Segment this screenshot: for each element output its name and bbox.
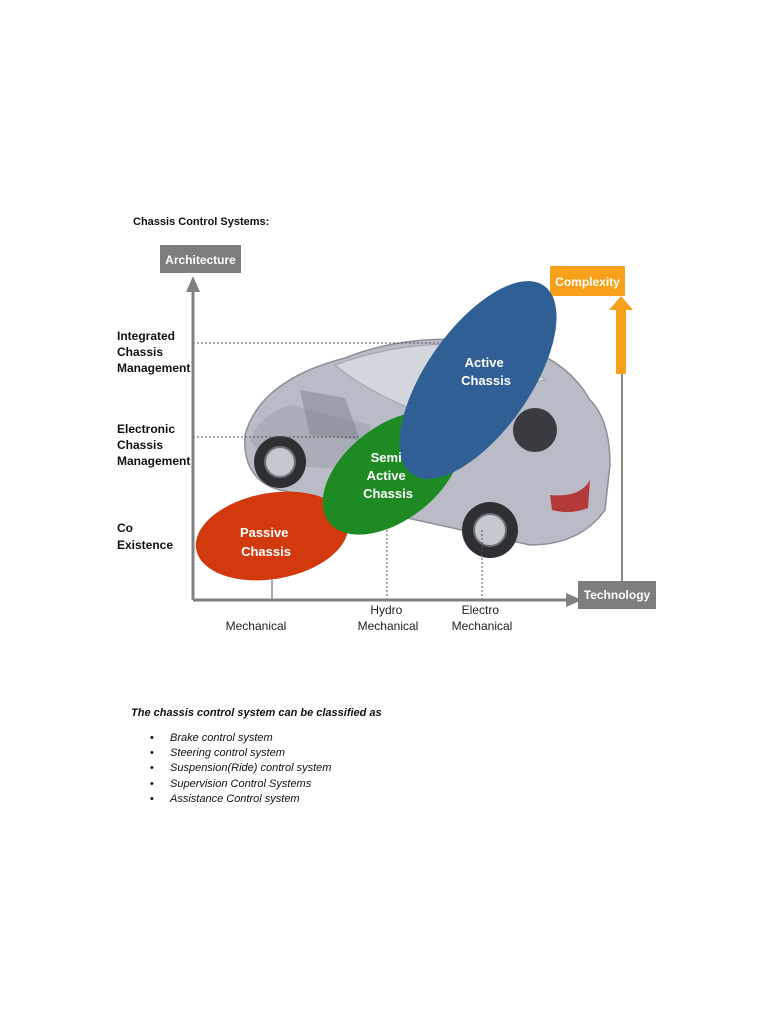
y-level-coexistence-line-2: Existence — [117, 538, 173, 552]
complexity-box — [550, 266, 625, 296]
x-level-hydro-line-2: Mechanical — [358, 619, 419, 633]
list-item: Steering control system — [150, 746, 331, 761]
y-level-coexistence-line-1: Co — [117, 521, 133, 535]
x-level-hydro: Hydro Mechanical — [358, 603, 419, 633]
list-item: Suspension(Ride) control system — [150, 761, 331, 776]
complexity-label: Complexity — [555, 275, 620, 289]
technology-box — [578, 581, 656, 609]
section-heading: Chassis Control Systems: — [133, 216, 270, 228]
x-level-electro-line-2: Mechanical — [452, 619, 513, 633]
x-axis-arrowhead — [566, 593, 582, 607]
y-level-integrated-line-3: Management — [117, 361, 190, 375]
passive-chassis-ellipse — [195, 491, 349, 581]
x-level-mechanical: Mechanical — [226, 619, 287, 633]
y-level-coexistence: Co Existence — [117, 521, 173, 552]
classification-list: Brake control system Steering control sy… — [150, 731, 331, 807]
y-level-integrated: Integrated Chassis Management — [117, 329, 190, 375]
active-chassis-ellipse — [399, 281, 557, 479]
y-level-electronic: Electronic Chassis Management — [117, 422, 190, 468]
x-level-electro-line-1: Electro — [462, 603, 500, 617]
y-level-electronic-line-1: Electronic — [117, 422, 175, 436]
x-level-mechanical-line-1: Mechanical — [226, 619, 287, 633]
passive-line-2: Chassis — [241, 544, 291, 559]
active-line-1: Active — [465, 355, 504, 370]
architecture-box — [160, 245, 241, 273]
passive-line-1: Passive — [240, 525, 288, 540]
classification-intro: The chassis control system can be classi… — [131, 707, 382, 719]
list-item: Supervision Control Systems — [150, 777, 331, 792]
x-level-hydro-line-1: Hydro — [370, 603, 402, 617]
right-rear-wheel — [513, 408, 557, 452]
chassis-control-diagram: Complexity Architecture Technology Passi… — [110, 240, 670, 640]
y-level-integrated-line-2: Chassis — [117, 345, 163, 359]
semi-line-1: Semi — [371, 450, 402, 465]
active-chassis-label: Active Chassis — [461, 355, 511, 388]
y-level-integrated-line-1: Integrated — [117, 329, 175, 343]
complexity-arrow — [609, 296, 633, 374]
y-axis-arrowhead — [186, 276, 200, 292]
y-level-electronic-line-2: Chassis — [117, 438, 163, 452]
semi-line-2: Active — [367, 468, 406, 483]
semi-active-chassis-label: Semi Active Chassis — [363, 450, 413, 501]
list-item: Assistance Control system — [150, 792, 331, 807]
y-level-electronic-line-3: Management — [117, 454, 190, 468]
technology-label: Technology — [584, 588, 651, 602]
list-item: Brake control system — [150, 731, 331, 746]
semi-line-3: Chassis — [363, 486, 413, 501]
passive-chassis-label: Passive Chassis — [240, 525, 292, 559]
x-level-electro: Electro Mechanical — [452, 603, 513, 633]
complexity-indicator: Complexity — [550, 266, 633, 374]
axes — [186, 276, 623, 607]
guide-lines — [193, 342, 483, 600]
architecture-label: Architecture — [165, 253, 236, 267]
active-line-2: Chassis — [461, 373, 511, 388]
